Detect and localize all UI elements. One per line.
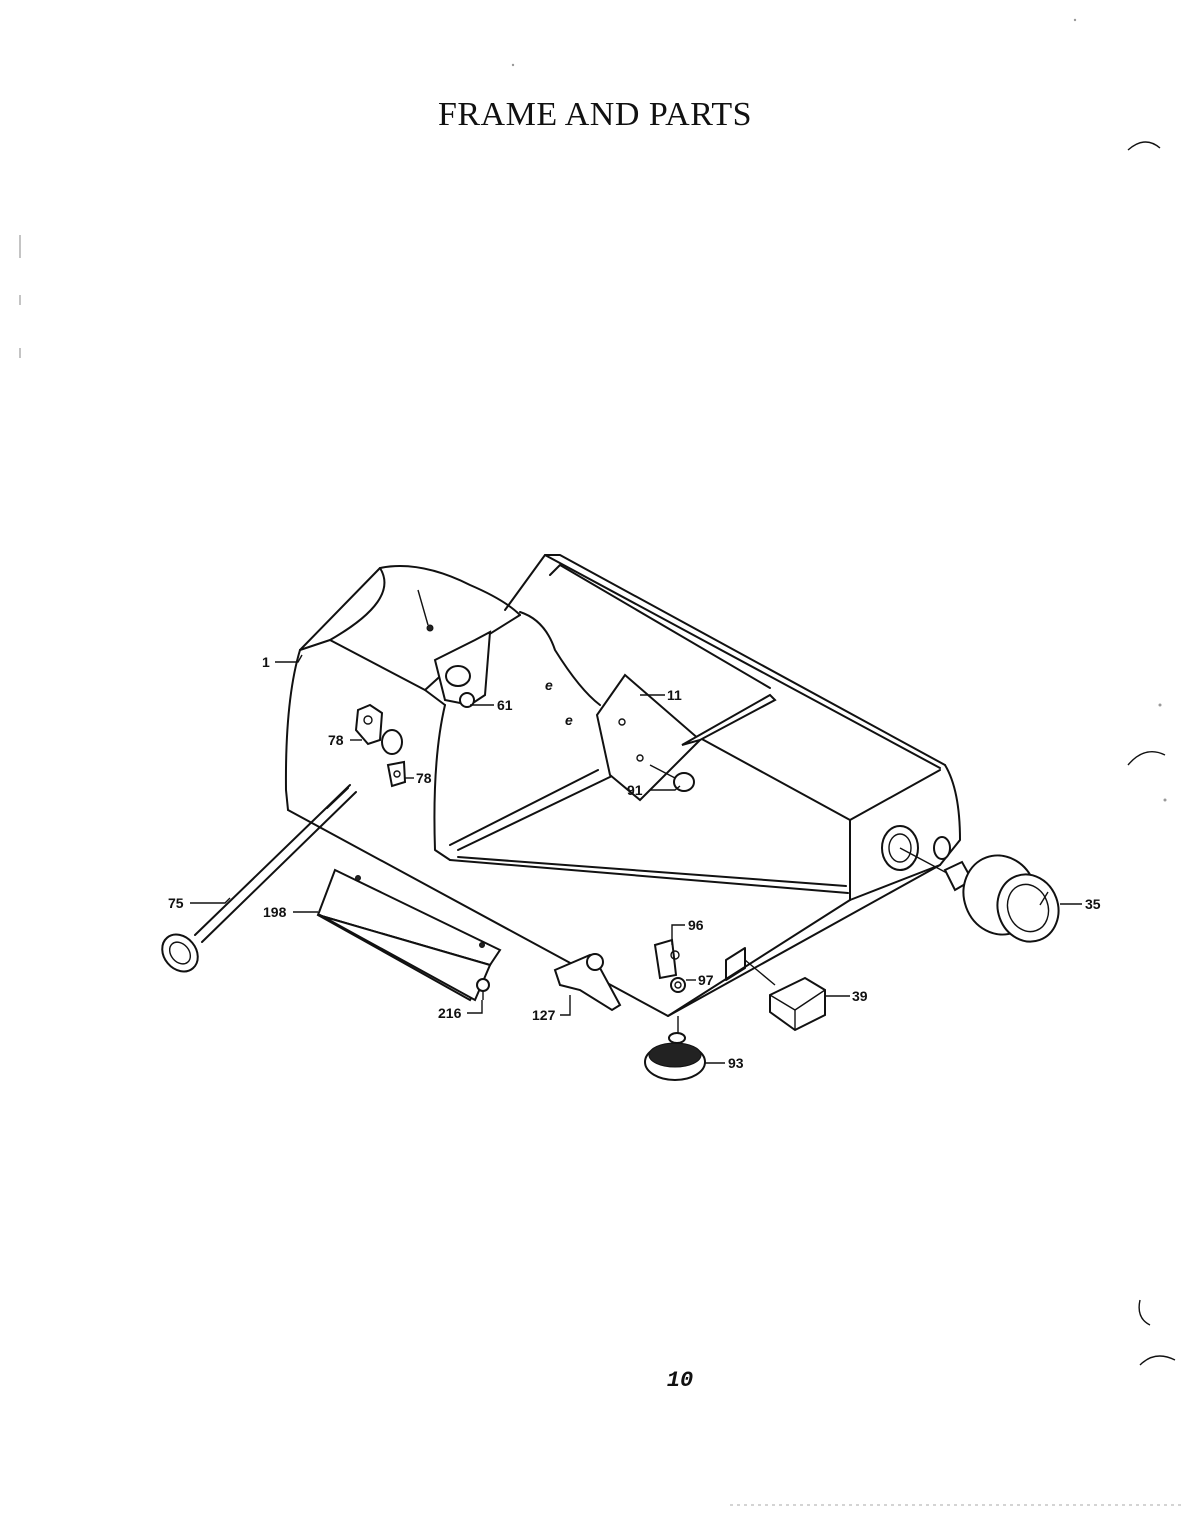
brackets-78	[356, 705, 405, 786]
callout-label-11: 11	[667, 687, 682, 703]
callout-label-1: 1	[262, 654, 270, 670]
callout-label-61: 61	[497, 697, 513, 713]
callout-label-75: 75	[168, 895, 184, 911]
callout-label-127: 127	[532, 1007, 556, 1023]
plate-11: e e	[545, 675, 775, 800]
callout-label-93: 93	[728, 1055, 744, 1071]
foot-93	[645, 1016, 705, 1080]
callout-label-198: 198	[263, 904, 287, 920]
callout-label-97: 97	[698, 972, 714, 988]
callout-label-216: 216	[438, 1005, 462, 1021]
svg-text:e: e	[565, 712, 573, 728]
page-number: 10	[0, 1368, 1190, 1393]
dial-35	[900, 845, 1068, 950]
svg-text:e: e	[545, 677, 553, 693]
callout-label-39: 39	[852, 988, 868, 1004]
rod-75	[155, 785, 356, 979]
cover-198	[318, 870, 500, 1000]
parts-96-97	[655, 940, 685, 992]
screw-216	[477, 979, 489, 1000]
scan-artifacts	[20, 19, 1185, 1505]
latch-127	[555, 954, 620, 1010]
callout-label-91: 91	[627, 782, 643, 798]
callout-label-96: 96	[688, 917, 704, 933]
callout-label-35: 35	[1085, 896, 1101, 912]
switch-39	[745, 960, 825, 1030]
callout-label-78-lower: 78	[416, 770, 432, 786]
callout-label-78-upper: 78	[328, 732, 344, 748]
bracket-61	[418, 590, 490, 707]
